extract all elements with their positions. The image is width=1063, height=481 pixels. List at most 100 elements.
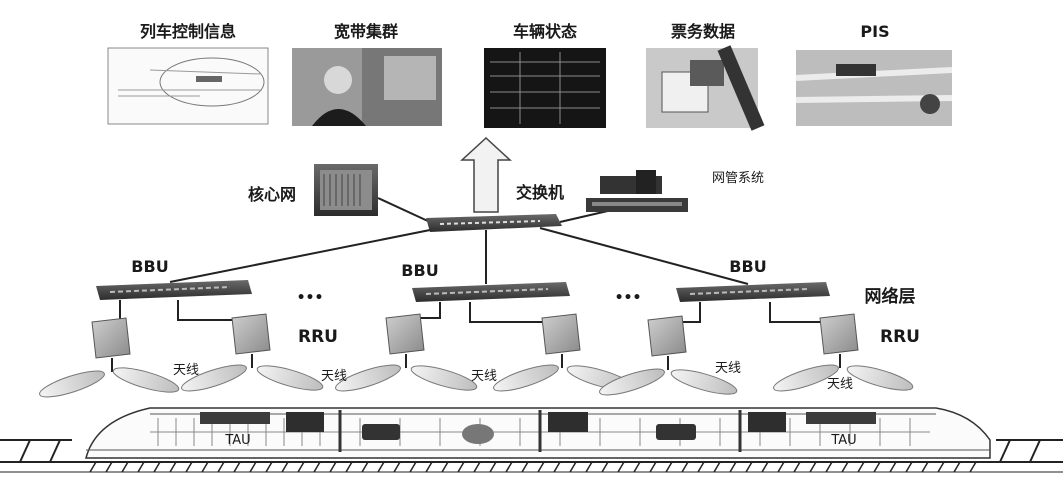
track — [0, 439, 1063, 473]
camera-icon — [362, 424, 400, 440]
track-hatch — [345, 461, 353, 473]
track-hatch — [89, 461, 97, 473]
track-hatch — [249, 461, 257, 473]
rru-unit-5 — [647, 315, 687, 370]
track-hatch — [521, 461, 529, 473]
antenna-icon — [112, 367, 180, 393]
dome-camera-icon — [462, 424, 494, 444]
bbu-device-1 — [96, 280, 252, 300]
nms-workstation — [586, 170, 688, 212]
bbu-device-2 — [412, 282, 570, 302]
source-label-train-control: 列车控制信息 — [140, 22, 236, 41]
tau-device-2 — [806, 412, 876, 424]
vehicle-status-image — [484, 48, 606, 128]
antenna-icon — [773, 364, 839, 392]
bbu-label-2: BBU — [401, 261, 438, 280]
antenna-group — [39, 364, 914, 398]
nms-label: 网管系统 — [712, 171, 764, 186]
rru-unit-6 — [819, 313, 859, 368]
tau-label-2: TAU — [830, 433, 856, 448]
track-hatch — [953, 461, 961, 473]
track-hatch — [633, 461, 641, 473]
bbu-device-3 — [676, 282, 830, 302]
ellipsis-2: ••• — [615, 290, 642, 306]
rru-unit-2 — [231, 313, 271, 368]
track-hatch — [409, 461, 417, 473]
source-label-trunking: 宽带集群 — [334, 22, 398, 41]
track-hatch — [201, 461, 209, 473]
track-hatch — [457, 461, 465, 473]
rru-unit-4 — [541, 313, 581, 368]
track-hatch — [937, 461, 945, 473]
train — [85, 407, 991, 459]
track-hatch — [873, 461, 881, 473]
track-hatch — [153, 461, 161, 473]
track-hatch — [601, 461, 609, 473]
track-hatch — [265, 461, 273, 473]
track-hatch — [969, 461, 977, 473]
antenna-icon — [256, 365, 324, 391]
antenna-icon — [670, 369, 738, 395]
track-hatch — [233, 461, 241, 473]
switch-label: 交换机 — [516, 183, 564, 202]
track-hatch — [793, 461, 801, 473]
camera-icon — [656, 424, 696, 440]
track-hatch — [281, 461, 289, 473]
antenna-icon — [181, 364, 247, 392]
track-hatch — [889, 461, 897, 473]
track-hatch — [825, 461, 833, 473]
track-hatch — [105, 461, 113, 473]
core-network-label: 核心网 — [248, 185, 296, 204]
track-hatch — [489, 461, 497, 473]
track-hatch — [537, 461, 545, 473]
track-hatch — [217, 461, 225, 473]
source-label-vehicle-status: 车辆状态 — [513, 22, 577, 41]
rru-cables — [119, 300, 836, 326]
track-hatch — [761, 461, 769, 473]
track-hatch — [169, 461, 177, 473]
track-hatch — [313, 461, 321, 473]
track-hatch — [329, 461, 337, 473]
rru-label-1: RRU — [298, 327, 338, 347]
screen-3 — [748, 412, 786, 432]
switch-device — [426, 214, 562, 232]
track-hatch — [505, 461, 513, 473]
rru-unit-1 — [91, 317, 131, 372]
track-hatch — [713, 461, 721, 473]
pis-image — [795, 50, 953, 126]
track-hatch — [665, 461, 673, 473]
track-hatch — [441, 461, 449, 473]
core-network-device — [314, 164, 378, 216]
track-hatch — [729, 461, 737, 473]
track-hatch — [585, 461, 593, 473]
antenna-icon — [335, 364, 401, 392]
bbu-label-3: BBU — [729, 257, 766, 276]
track-hatch — [777, 461, 785, 473]
track-hatch — [841, 461, 849, 473]
tau-label-1: TAU — [224, 433, 250, 448]
track-hatch — [617, 461, 625, 473]
antenna-label-1: 天线 — [173, 363, 199, 378]
track-hatch — [809, 461, 817, 473]
upward-arrow-icon — [460, 136, 512, 213]
track-hatch — [361, 461, 369, 473]
network-layer-label: 网络层 — [865, 286, 916, 307]
antenna-icon — [410, 365, 478, 391]
bbu-label-1: BBU — [131, 257, 168, 276]
source-label-pis: PIS — [860, 22, 889, 41]
antenna-icon — [846, 365, 914, 391]
track-hatch — [425, 461, 433, 473]
rru-label-2: RRU — [880, 327, 920, 347]
antenna-icon — [39, 370, 105, 398]
track-hatch — [137, 461, 145, 473]
ellipsis-1: ••• — [297, 290, 324, 306]
antenna-label-2: 天线 — [321, 369, 347, 384]
antenna-label-5: 天线 — [827, 377, 853, 392]
track-hatch — [297, 461, 305, 473]
track-hatch — [745, 461, 753, 473]
track-hatch — [185, 461, 193, 473]
antenna-icon — [599, 368, 665, 396]
track-hatch — [393, 461, 401, 473]
tau-device-1 — [200, 412, 270, 424]
